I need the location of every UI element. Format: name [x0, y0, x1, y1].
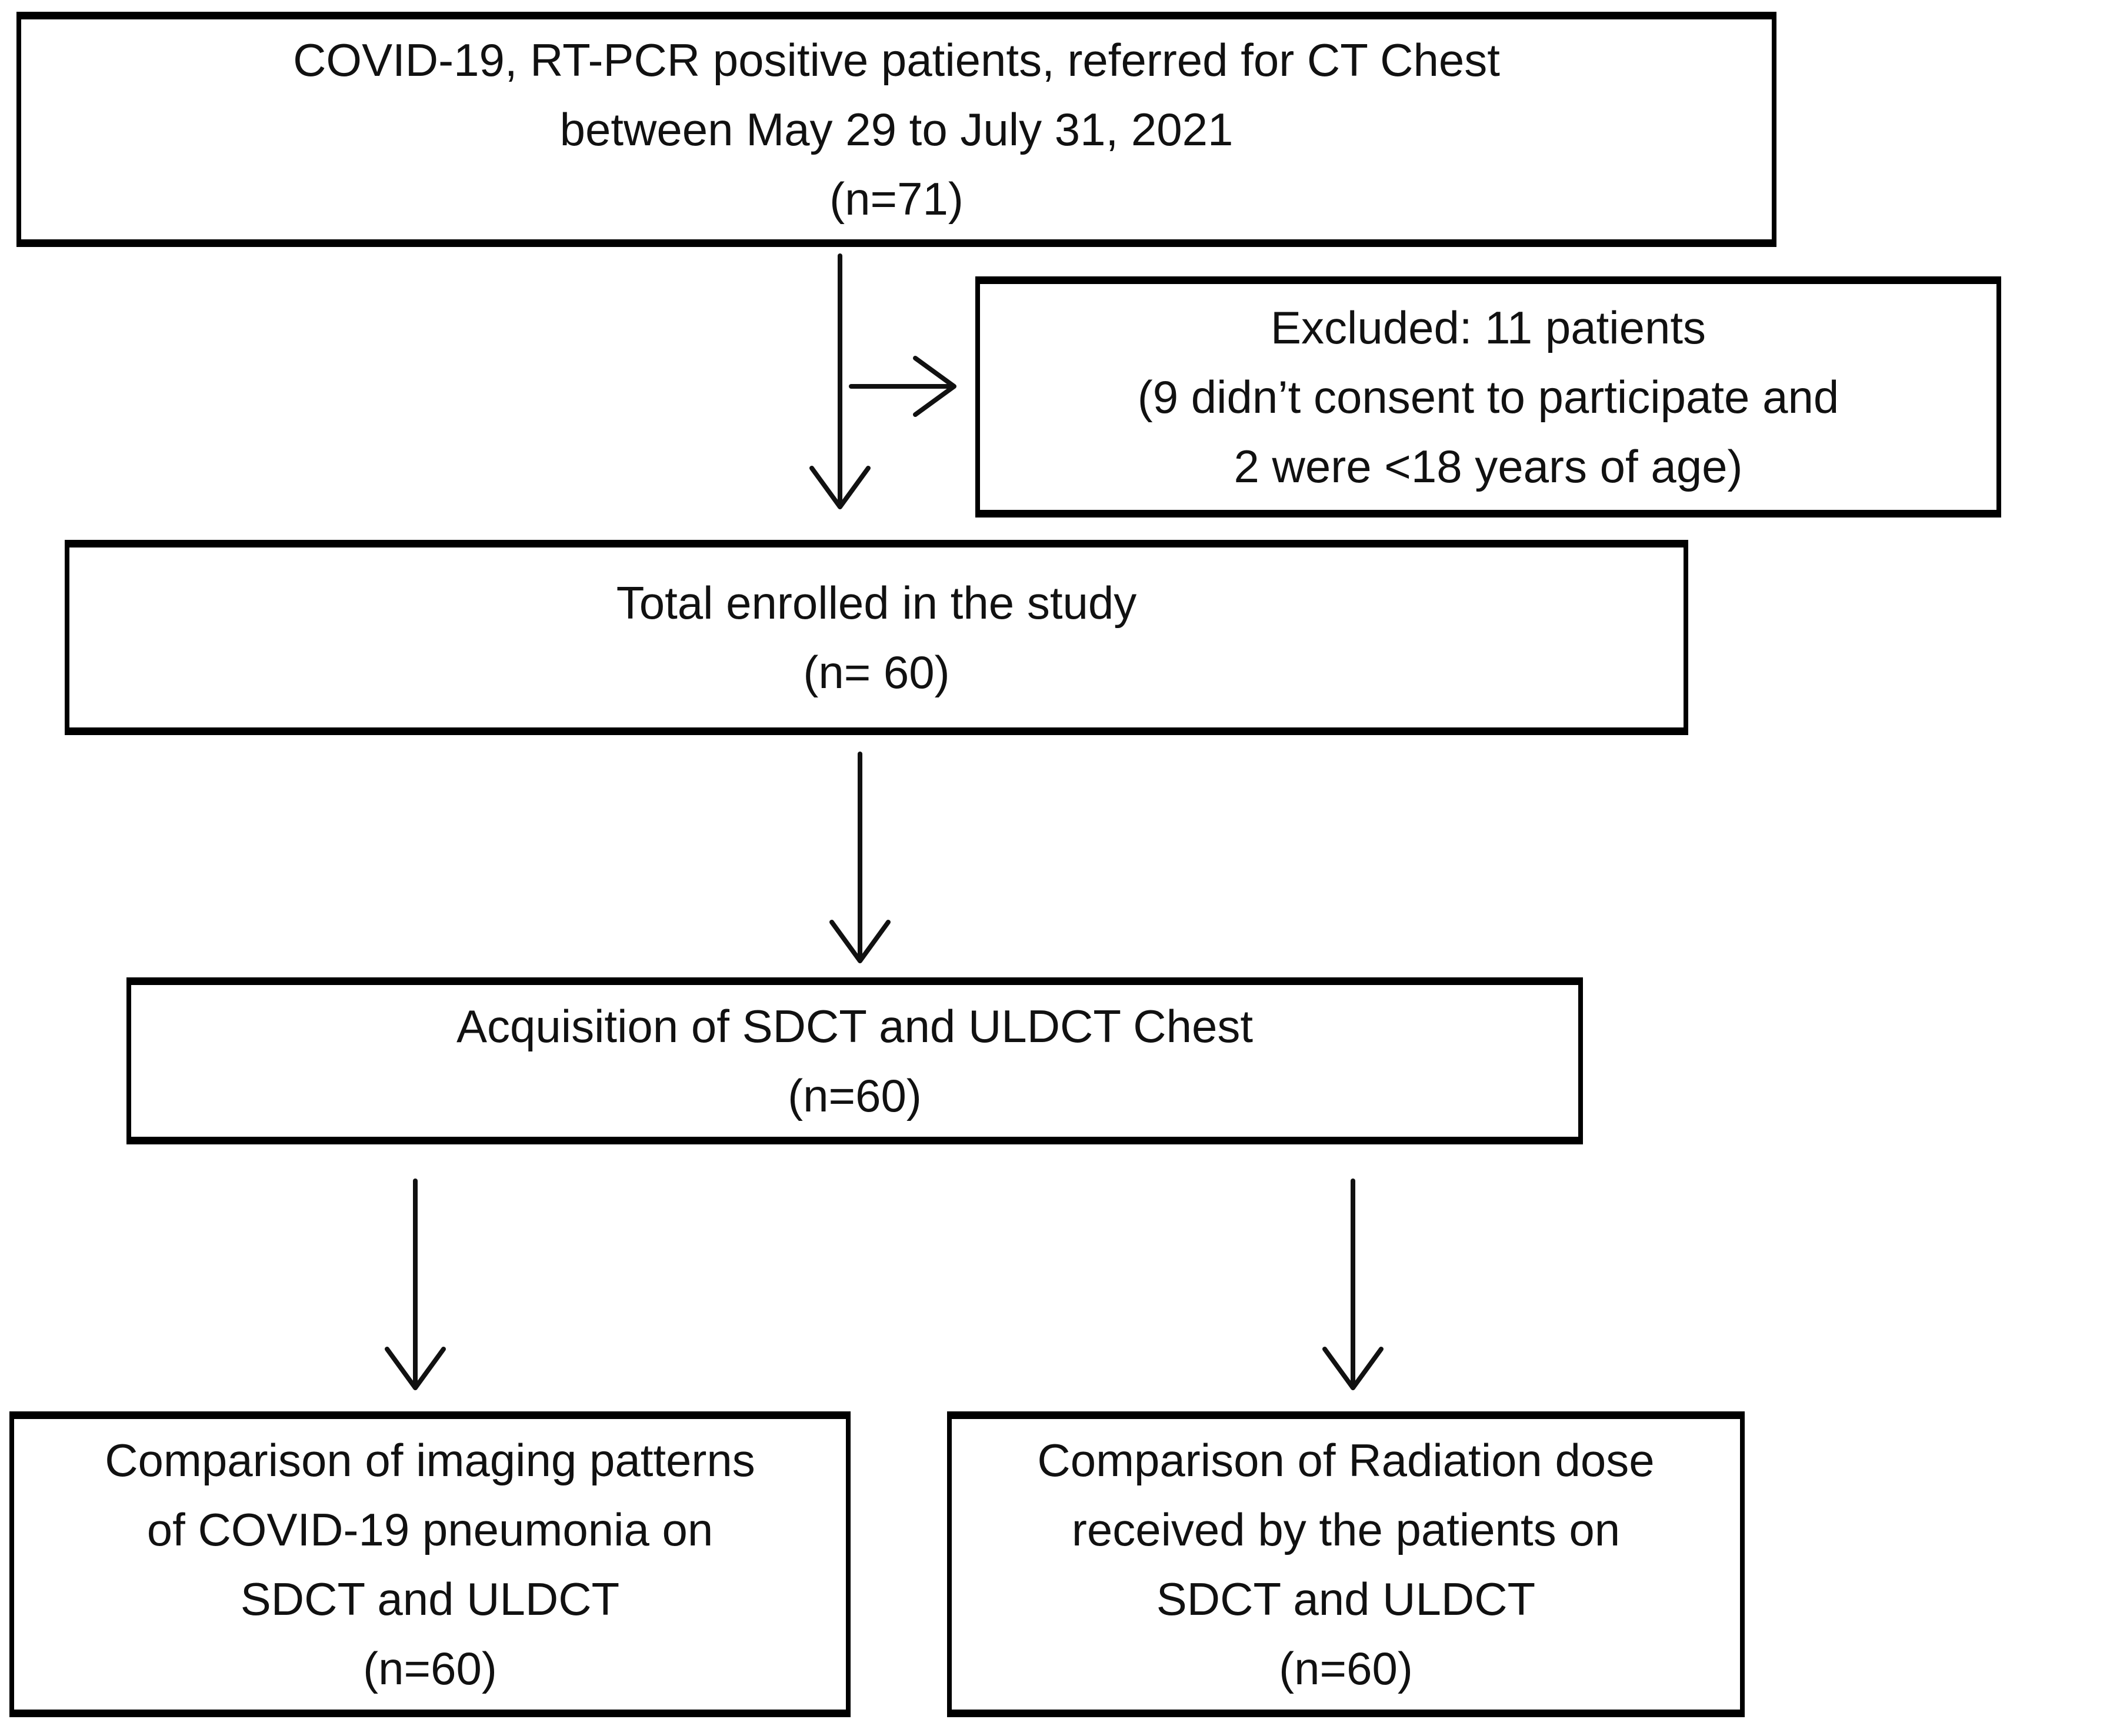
arrow-to-excluded [849, 356, 956, 417]
text-line: Comparison of imaging patterns [105, 1434, 755, 1486]
arrow-acquisition-to-imaging [385, 1179, 446, 1390]
text-line: 2 were <18 years of age) [1234, 440, 1743, 492]
text-line: Acquisition of SDCT and ULDCT Chest [456, 1000, 1254, 1052]
text-line: (n=60) [788, 1070, 922, 1121]
text-line: (n=71) [829, 173, 964, 225]
text-line: SDCT and ULDCT [1156, 1573, 1536, 1625]
text-line: SDCT and ULDCT [240, 1573, 620, 1625]
box-radiation-dose-comparison: Comparison of Radiation dose received by… [947, 1411, 1745, 1717]
text-line: Comparison of Radiation dose [1037, 1434, 1655, 1486]
box-imaging-comparison: Comparison of imaging patterns of COVID-… [9, 1411, 851, 1717]
text-line: (n=60) [363, 1642, 497, 1694]
text-line: Excluded: 11 patients [1270, 302, 1706, 353]
text-line: (9 didn’t consent to participate and [1137, 371, 1839, 423]
box-excluded-patients: Excluded: 11 patients (9 didn’t consent … [975, 276, 2001, 518]
text-line: Total enrolled in the study [616, 577, 1137, 629]
arrow-acquisition-to-radiation [1322, 1179, 1384, 1390]
text-line: (n= 60) [803, 646, 950, 698]
text-line: of COVID-19 pneumonia on [146, 1504, 714, 1555]
arrow-enrolled-to-acquisition [829, 752, 891, 963]
box-referred-patients: COVID-19, RT-PCR positive patients, refe… [16, 12, 1776, 247]
text-line: COVID-19, RT-PCR positive patients, refe… [293, 34, 1500, 86]
box-total-enrolled: Total enrolled in the study (n= 60) [65, 540, 1688, 735]
text-line: received by the patients on [1071, 1504, 1621, 1555]
arrow-referred-to-enrolled [809, 253, 871, 509]
text-line: (n=60) [1279, 1642, 1413, 1694]
box-ct-acquisition: Acquisition of SDCT and ULDCT Chest (n=6… [126, 977, 1583, 1144]
text-line: between May 29 to July 31, 2021 [559, 104, 1234, 155]
